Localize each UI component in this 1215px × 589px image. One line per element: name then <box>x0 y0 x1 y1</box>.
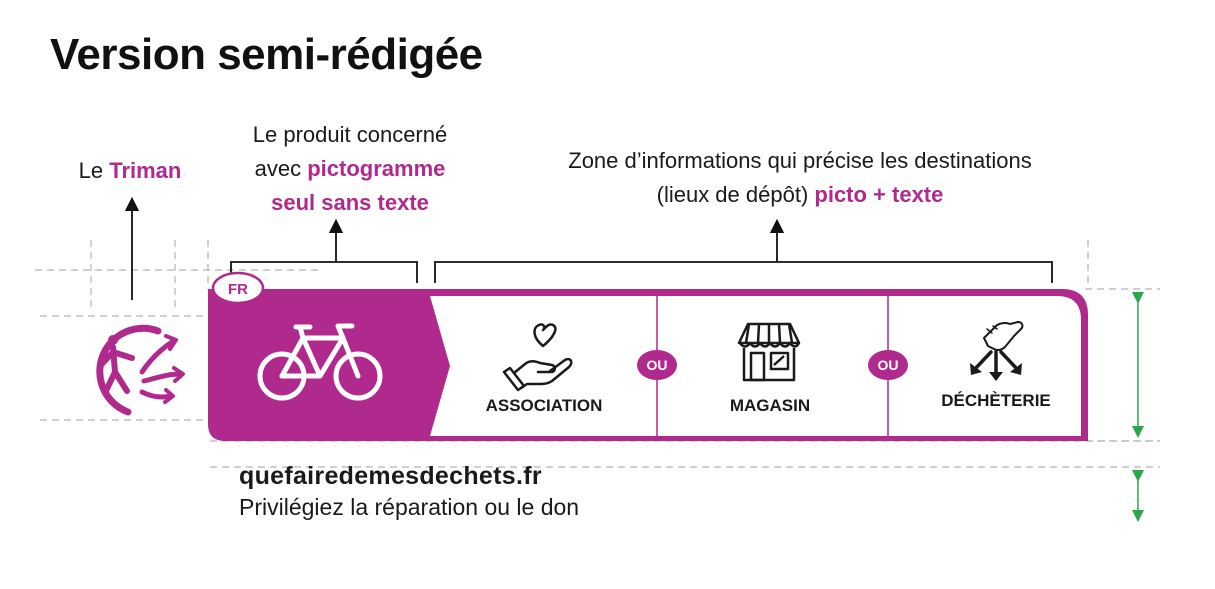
zone-bracket <box>434 261 1053 283</box>
bicycle-icon <box>257 323 383 401</box>
heart-hand-icon <box>502 323 573 392</box>
triman-annotation: Le Triman <box>60 154 200 188</box>
country-badge-text: FR <box>228 281 248 298</box>
product-annotation-line1: Le produit concerné <box>252 122 448 147</box>
tagline: Privilégiez la réparation ou le don <box>239 494 580 520</box>
zone-annotation: Zone d’informations qui précise les dest… <box>500 144 1100 212</box>
destination-label-decheterie: DÉCHÈTERIE <box>941 391 1051 410</box>
ou-separator-text: OU <box>878 357 899 373</box>
info-label: FR <box>208 271 1088 441</box>
zone-annotation-line2: (lieux de dépôt) picto + texte <box>500 178 1100 212</box>
triman-logo <box>96 324 185 416</box>
zone-annotation-line2-prefix: (lieux de dépôt) <box>656 182 815 207</box>
ou-separator-text: OU <box>647 357 668 373</box>
ou-separator-1: OU <box>637 350 677 380</box>
country-badge: FR <box>211 271 265 305</box>
product-annotation: Le produit concerné avec pictogramme seu… <box>215 118 485 220</box>
product-annotation-line2: avec pictogramme <box>215 152 485 186</box>
product-annotation-line3: seul sans texte <box>271 190 429 215</box>
hand-drop-arrows-icon <box>970 321 1024 381</box>
zone-annotation-line1: Zone d’informations qui précise les dest… <box>568 148 1032 173</box>
ou-separator-2: OU <box>868 350 908 380</box>
destinations-panel <box>430 296 1081 436</box>
shop-icon <box>737 322 801 382</box>
website-url: quefairedemesdechets.fr <box>239 462 542 490</box>
triman-annotation-prefix: Le <box>78 158 110 183</box>
destination-label-magasin: MAGASIN <box>729 396 811 415</box>
product-annotation-line2-highlight: pictogramme <box>307 156 446 181</box>
triman-annotation-highlight: Triman <box>109 158 182 183</box>
zone-annotation-line2-highlight: picto + texte <box>814 182 944 207</box>
destination-label-association: ASSOCIATION <box>485 396 603 415</box>
page-title: Version semi-rédigée <box>50 30 483 79</box>
product-annotation-line2-prefix: avec <box>254 156 308 181</box>
